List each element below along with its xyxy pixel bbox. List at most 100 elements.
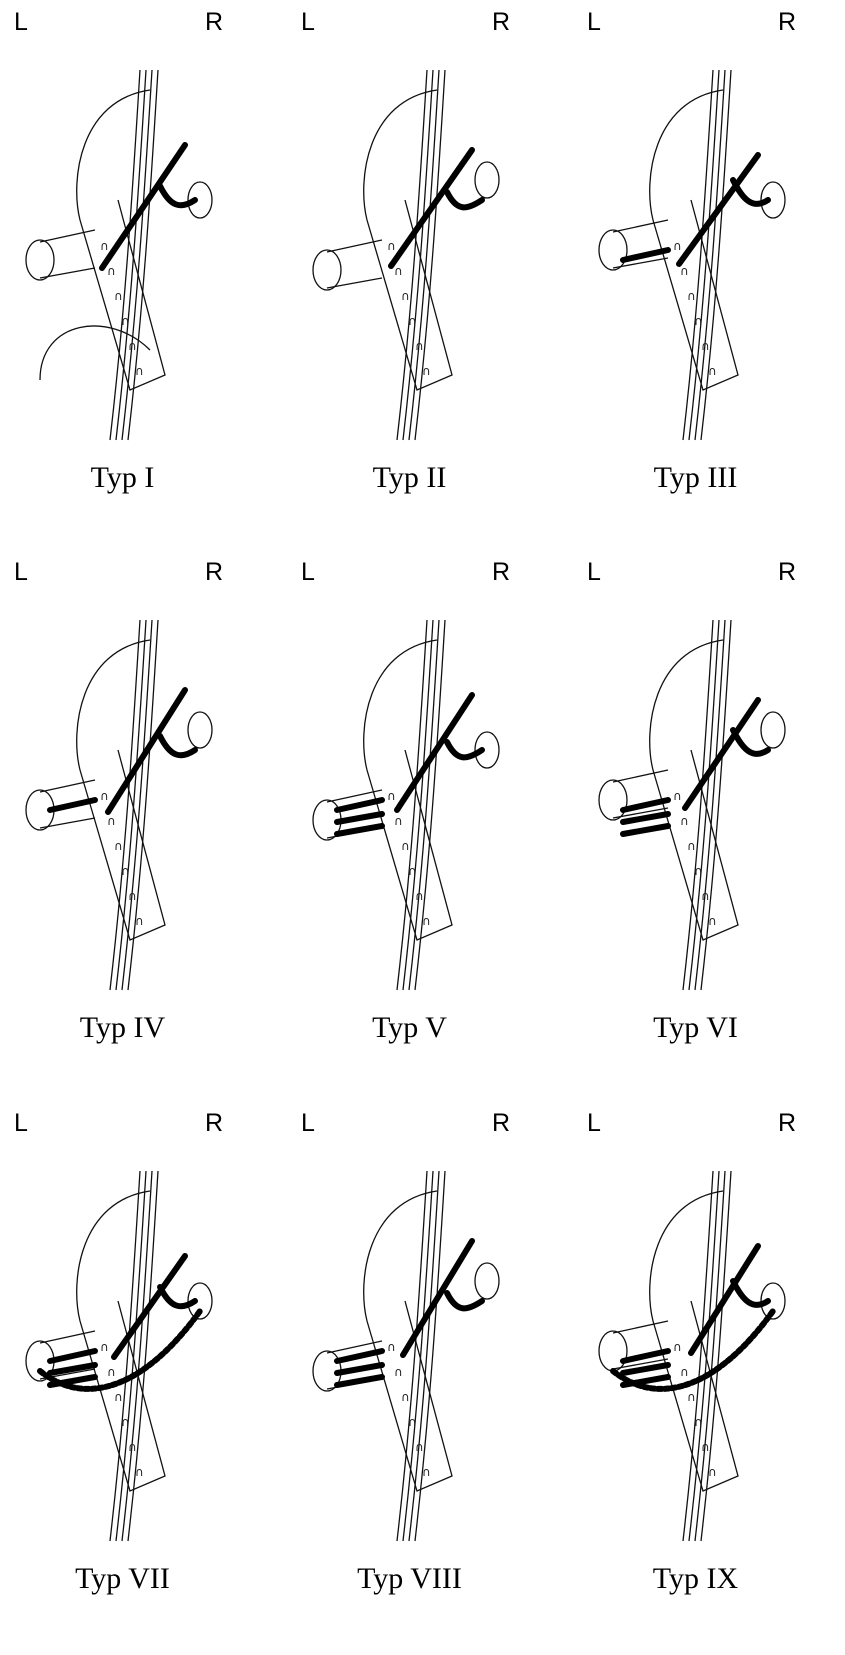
- highlighted-branch: [337, 1365, 382, 1385]
- ostium-mark: ∩: [408, 314, 417, 328]
- left-vessel-ring: [599, 1331, 627, 1371]
- ostium-mark: ∩: [394, 814, 403, 828]
- ostium-mark: ∩: [114, 839, 123, 853]
- panel-typ-1: L R ∩∩∩∩∩∩ Typ I: [0, 0, 281, 551]
- ostium-mark: ∩: [387, 789, 396, 803]
- anatomy-drawing: ∩∩∩∩∩∩: [573, 1151, 818, 1551]
- anatomy-drawing: ∩∩∩∩∩∩: [573, 50, 818, 450]
- left-label: L: [14, 558, 28, 587]
- aortic-arch: [364, 1191, 437, 1321]
- right-label: R: [778, 8, 796, 37]
- ostium-mark: ∩: [687, 1390, 696, 1404]
- left-vessel-ring: [599, 780, 627, 820]
- ostium-mark: ∩: [708, 914, 717, 928]
- ostium-mark: ∩: [107, 1365, 116, 1379]
- ostium-mark: ∩: [107, 814, 116, 828]
- ostium-mark: ∩: [694, 314, 703, 328]
- ostium-mark: ∩: [387, 239, 396, 253]
- highlighted-branch: [403, 1241, 472, 1355]
- ostium-mark: ∩: [415, 1440, 424, 1454]
- left-label: L: [587, 8, 601, 37]
- ostium-mark: ∩: [680, 814, 689, 828]
- highlighted-branch: [447, 742, 482, 757]
- ostium-mark: ∩: [401, 1390, 410, 1404]
- highlighted-branch: [623, 814, 668, 834]
- anatomy-drawing: ∩∩∩∩∩∩: [0, 600, 245, 1000]
- highlighted-branch: [685, 700, 758, 808]
- anatomy-drawing: ∩∩∩∩∩∩: [287, 600, 532, 1000]
- ostium-mark: ∩: [107, 264, 116, 278]
- ostium-mark: ∩: [408, 864, 417, 878]
- highlighted-branch: [337, 814, 382, 834]
- highlighted-branch: [447, 192, 482, 207]
- ostium-mark: ∩: [701, 1440, 710, 1454]
- highlighted-branch: [397, 695, 472, 810]
- spine-strand: [683, 1171, 713, 1541]
- left-label: L: [301, 8, 315, 37]
- right-label: R: [492, 8, 510, 37]
- panel-typ-3: L R ∩∩∩∩∩∩ Typ III: [573, 0, 845, 551]
- caption: Typ VIII: [287, 1562, 532, 1596]
- ostium-mark: ∩: [135, 1465, 144, 1479]
- ostium-mark: ∩: [687, 839, 696, 853]
- ostium-mark: ∩: [121, 314, 130, 328]
- right-vessel-ring: [475, 1263, 499, 1299]
- ostium-mark: ∩: [673, 789, 682, 803]
- ostium-mark: ∩: [701, 889, 710, 903]
- panel-typ-4: L R ∩∩∩∩∩∩ Typ IV: [0, 550, 281, 1101]
- ostium-mark: ∩: [687, 289, 696, 303]
- ostium-mark: ∩: [394, 264, 403, 278]
- highlighted-branch: [160, 186, 195, 205]
- right-vessel-ring: [188, 712, 212, 748]
- aortic-arch: [650, 90, 723, 220]
- caption: Typ III: [573, 461, 818, 495]
- ostium-mark: ∩: [673, 239, 682, 253]
- ostium-mark: ∩: [415, 339, 424, 353]
- aortic-arch: [364, 640, 437, 770]
- ostium-mark: ∩: [422, 1465, 431, 1479]
- aortic-arch: [77, 640, 150, 770]
- left-vessel-wall: [40, 230, 95, 278]
- ostium-mark: ∩: [415, 889, 424, 903]
- caption: Typ VII: [0, 1562, 245, 1596]
- ostium-mark: ∩: [114, 289, 123, 303]
- right-label: R: [205, 1109, 223, 1138]
- right-label: R: [778, 1109, 796, 1138]
- highlighted-branch: [623, 1351, 668, 1361]
- ostium-mark: ∩: [694, 864, 703, 878]
- highlighted-branch: [447, 1293, 482, 1308]
- right-label: R: [205, 8, 223, 37]
- ostium-mark: ∩: [100, 239, 109, 253]
- highlighted-branch: [160, 1287, 195, 1306]
- anatomy-drawing: ∩ ∩ ∩ ∩ ∩ ∩: [573, 600, 818, 1000]
- aortic-arch: [650, 1191, 723, 1321]
- ostium-mark: ∩: [680, 1365, 689, 1379]
- ostium-mark: ∩: [680, 264, 689, 278]
- aortic-arch: [364, 90, 437, 220]
- ostium-mark: ∩: [135, 914, 144, 928]
- ostium-mark: ∩: [121, 1415, 130, 1429]
- right-label: R: [778, 558, 796, 587]
- left-label: L: [587, 1109, 601, 1138]
- left-label: L: [14, 8, 28, 37]
- ostium-mark: ∩: [394, 1365, 403, 1379]
- panel-typ-5: L R ∩∩∩∩∩∩ Typ V: [287, 550, 568, 1101]
- caption: Typ IX: [573, 1562, 818, 1596]
- left-label: L: [301, 1109, 315, 1138]
- highlighted-branch: [733, 730, 768, 754]
- caption: Typ I: [0, 461, 245, 495]
- ostium-mark: ∩: [100, 789, 109, 803]
- ostium-mark: ∩: [100, 1340, 109, 1354]
- highlighted-branch: [337, 800, 382, 810]
- right-vessel-ring: [475, 162, 499, 198]
- caption: Typ II: [287, 461, 532, 495]
- ostium-mark: ∩: [401, 289, 410, 303]
- right-label: R: [205, 558, 223, 587]
- right-vessel-ring: [761, 712, 785, 748]
- left-label: L: [301, 558, 315, 587]
- caption: Typ IV: [0, 1011, 245, 1045]
- ostium-mark: ∩: [694, 1415, 703, 1429]
- ostium-mark: ∩: [708, 364, 717, 378]
- left-vessel-ring: [26, 240, 54, 280]
- anatomy-drawing: ∩∩∩∩∩∩: [287, 50, 532, 450]
